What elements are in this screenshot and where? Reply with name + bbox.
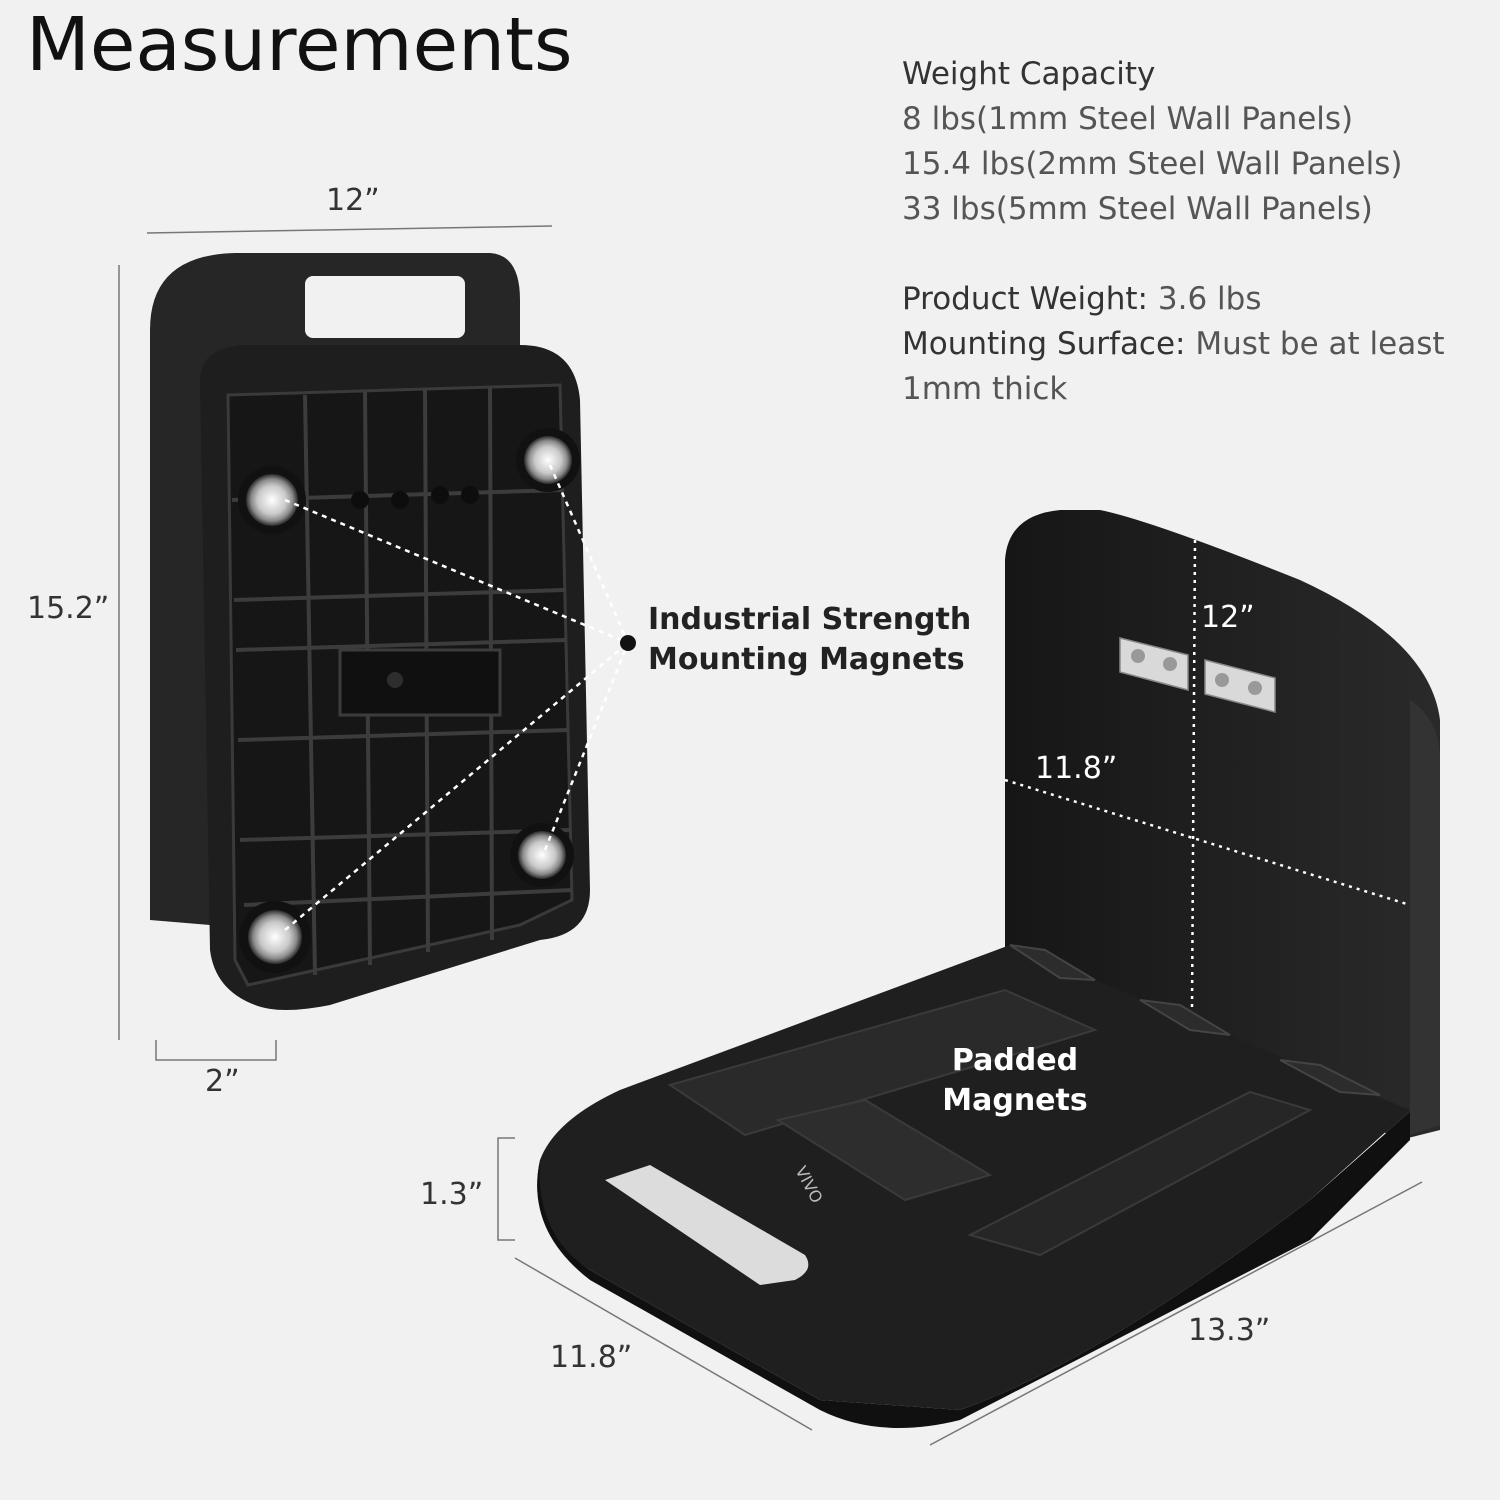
dim-shelf-length: 13.3” <box>1188 1313 1271 1348</box>
shelf-bracket: VIVO <box>537 510 1440 1428</box>
weight-capacity-label: Weight Capacity <box>902 56 1156 92</box>
magnets-callout-line2: Mounting Magnets <box>648 642 965 677</box>
padded-magnets-callout: Padded Magnets <box>940 1041 1090 1121</box>
dim-shelf-depth: 11.8” <box>550 1340 633 1375</box>
magnets-callout-line1: Industrial Strength <box>648 602 972 637</box>
dim-shelf-thickness: 1.3” <box>420 1177 484 1212</box>
shelf-handle-cutout <box>605 1165 809 1285</box>
dim-panel-width: 11.8” <box>1035 751 1118 786</box>
dim-back-width: 12” <box>326 183 380 218</box>
magnets-callout: Industrial Strength Mounting Magnets <box>648 600 971 680</box>
product-weight: Product Weight: 3.6 lbs <box>902 277 1445 322</box>
dim-back-height: 15.2” <box>27 591 110 626</box>
back-dimension-lines <box>118 225 553 1061</box>
padded-callout-line2: Magnets <box>942 1083 1088 1118</box>
specs-panel: Weight Capacity 8 lbs(1mm Steel Wall Pan… <box>902 52 1445 412</box>
mounting-surface-value: Must be at least <box>1195 326 1445 362</box>
mounting-surface: Mounting Surface: Must be at least <box>902 322 1445 367</box>
back-view-bracket <box>150 253 636 1010</box>
capacity-line: 15.4 lbs(2mm Steel Wall Panels) <box>902 146 1403 182</box>
product-weight-value: 3.6 lbs <box>1157 281 1262 317</box>
mounting-surface-value-cont: 1mm thick <box>902 371 1068 407</box>
mounting-plate-icon <box>1119 637 1276 713</box>
product-weight-label: Product Weight: <box>902 281 1149 317</box>
magnet-icon <box>238 428 580 973</box>
back-handle-cutout <box>305 276 465 338</box>
dim-back-depth: 2” <box>205 1064 240 1099</box>
capacity-line: 33 lbs(5mm Steel Wall Panels) <box>902 191 1373 227</box>
capacity-line: 8 lbs(1mm Steel Wall Panels) <box>902 101 1354 137</box>
padded-callout-line1: Padded <box>951 1043 1079 1078</box>
dim-panel-height: 12” <box>1201 600 1255 635</box>
page-title: Measurements <box>26 2 573 88</box>
mounting-surface-label: Mounting Surface: <box>902 326 1186 362</box>
shelf-dimension-lines <box>497 1137 1423 1446</box>
callout-dot-icon <box>620 635 636 651</box>
